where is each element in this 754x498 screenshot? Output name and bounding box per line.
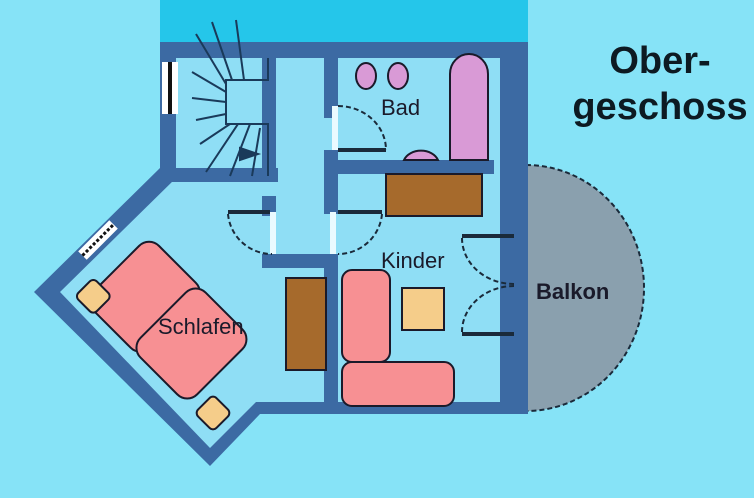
floor-title-line2: geschoss bbox=[572, 86, 748, 128]
balcony-area bbox=[525, 163, 645, 413]
floor-title-line1: Ober- bbox=[609, 40, 711, 82]
nightstand-right bbox=[195, 395, 231, 431]
room-label-kinder: Kinder bbox=[381, 248, 445, 273]
door-openings bbox=[270, 106, 338, 254]
double-bed bbox=[88, 240, 248, 400]
staircase bbox=[191, 19, 269, 177]
kinder-bed-horizontal bbox=[341, 361, 455, 407]
door-swings bbox=[227, 105, 515, 336]
kinder-bed-vertical bbox=[341, 269, 391, 363]
window-bedroom bbox=[78, 220, 118, 260]
kinder-desk bbox=[401, 287, 445, 331]
wardrobe-schlafen bbox=[285, 277, 327, 371]
room-label-bad: Bad bbox=[381, 95, 421, 120]
floor-title: Ober- geschoss bbox=[566, 38, 754, 130]
bathroom-fixtures bbox=[355, 53, 489, 161]
top-strip bbox=[160, 0, 528, 44]
room-label-balkon: Balkon bbox=[536, 279, 610, 304]
wardrobe-kinder bbox=[385, 173, 483, 217]
nightstand-left bbox=[75, 278, 111, 314]
room-label-schlafen: Schlafen bbox=[158, 314, 244, 339]
window-stair bbox=[162, 62, 178, 114]
